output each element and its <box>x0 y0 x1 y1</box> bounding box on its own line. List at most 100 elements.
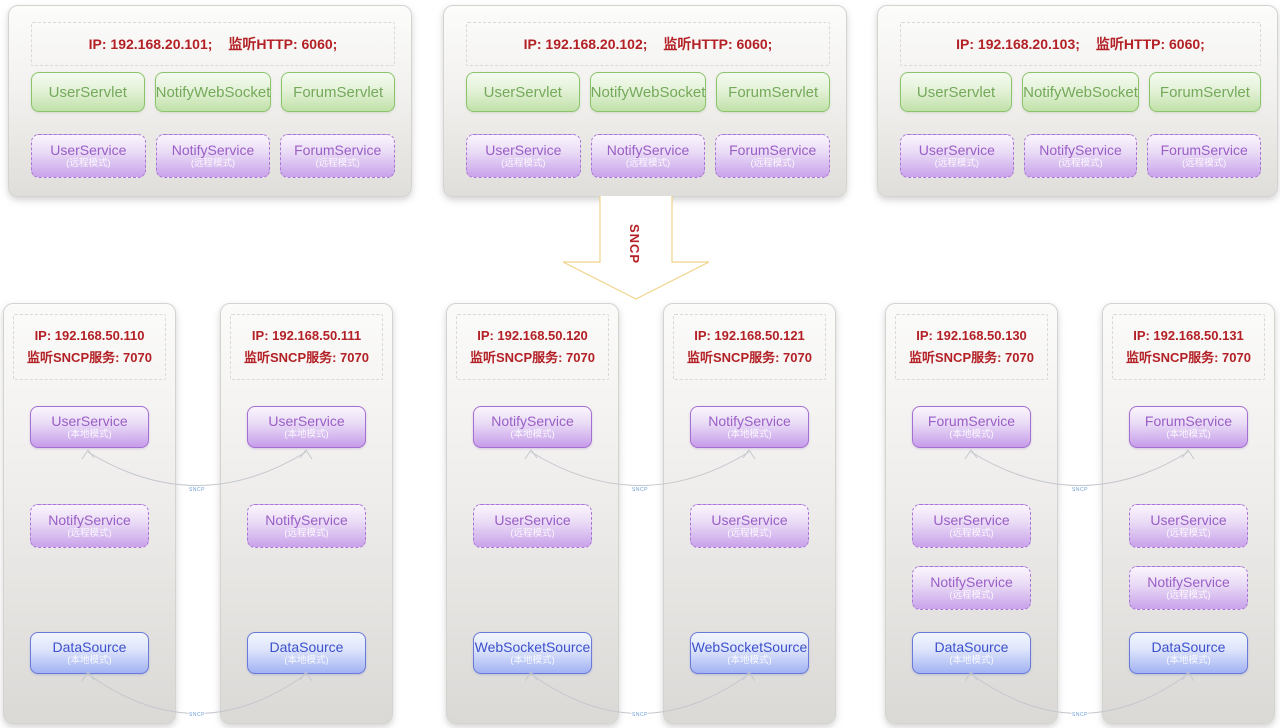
service-name: NotifyService <box>265 511 348 528</box>
service-name: NotifyService <box>171 141 255 158</box>
listen-port: 监听HTTP: 6060; <box>1095 36 1205 52</box>
service-mode: (远程模式) <box>1058 158 1103 170</box>
service-box-notify[interactable]: NotifyService (本地模式) <box>690 406 809 448</box>
ip-banner: IP: 192.168.50.110 监听SNCP服务: 7070 <box>13 314 166 380</box>
servlet-box-forum[interactable]: ForumServlet <box>281 72 395 112</box>
websocketsource-box[interactable]: WebSocketSource (本地模式) <box>473 632 592 674</box>
ip-address: IP: 192.168.50.121 <box>694 328 805 343</box>
service-mode: (本地模式) <box>727 429 772 441</box>
servlet-row: UserServlet NotifyWebSocket ForumServlet <box>900 72 1261 112</box>
flow-arrow-label: SNCP <box>627 223 642 265</box>
service-box-forum[interactable]: ForumService (本地模式) <box>1129 406 1248 448</box>
service-mode: (本地模式) <box>284 655 329 667</box>
service-box-notify[interactable]: NotifyService (远程模式) <box>912 566 1031 610</box>
servlet-box-user[interactable]: UserServlet <box>900 72 1013 112</box>
node-panel-120: IP: 192.168.50.120 监听SNCP服务: 7070 Notify… <box>446 303 619 724</box>
listen-port: 监听SNCP服务: 7070 <box>687 350 812 365</box>
service-box-user[interactable]: UserService (远程模式) <box>900 134 1014 178</box>
service-box-forum[interactable]: ForumService (本地模式) <box>912 406 1031 448</box>
ip-address: IP: 192.168.20.101; <box>88 36 213 52</box>
service-box-user[interactable]: UserService (远程模式) <box>912 504 1031 548</box>
service-name: DataSource <box>52 638 127 655</box>
service-box-forum[interactable]: ForumService (远程模式) <box>1147 134 1262 178</box>
service-box-notify[interactable]: NotifyService (远程模式) <box>155 134 271 178</box>
service-box-user[interactable]: UserService (远程模式) <box>466 134 581 178</box>
service-name: NotifyService <box>1039 141 1122 158</box>
service-mode: (远程模式) <box>1166 590 1211 602</box>
service-box-user[interactable]: UserService (远程模式) <box>473 504 592 548</box>
service-mode: (本地模式) <box>949 429 994 441</box>
service-name: UserService <box>50 141 127 158</box>
service-mode: (本地模式) <box>510 429 555 441</box>
datasource-box[interactable]: DataSource (本地模式) <box>247 632 366 674</box>
server-panel-101: IP: 192.168.20.101; 监听HTTP: 6060; UserSe… <box>8 5 412 197</box>
service-mode: (远程模式) <box>315 158 360 170</box>
service-name: NotifyService <box>606 141 690 158</box>
node-panel-111: IP: 192.168.50.111 监听SNCP服务: 7070 UserSe… <box>220 303 393 724</box>
datasource-box[interactable]: DataSource (本地模式) <box>912 632 1031 674</box>
peer-link-label: SNCP <box>189 712 205 718</box>
service-name: UserService <box>494 511 571 528</box>
service-mode: (远程模式) <box>750 158 795 170</box>
websocketsource-box[interactable]: WebSocketSource (本地模式) <box>690 632 809 674</box>
service-box-user[interactable]: UserService (本地模式) <box>247 406 366 448</box>
service-box-user[interactable]: UserService (远程模式) <box>690 504 809 548</box>
servlet-box-notify[interactable]: NotifyWebSocket <box>1022 72 1139 112</box>
service-name: UserService <box>268 412 345 429</box>
service-box-notify[interactable]: NotifyService (远程模式) <box>247 504 366 548</box>
service-mode: (本地模式) <box>510 655 555 667</box>
servlet-box-user[interactable]: UserServlet <box>466 72 580 112</box>
service-mode: (远程模式) <box>501 158 546 170</box>
service-mode: (远程模式) <box>67 528 112 540</box>
service-mode: (远程模式) <box>1166 528 1211 540</box>
ip-address: IP: 192.168.50.130 <box>916 328 1027 343</box>
service-box-forum[interactable]: ForumService (远程模式) <box>715 134 831 178</box>
service-row: UserService (远程模式) NotifyService (远程模式) … <box>31 134 396 178</box>
service-box-notify[interactable]: NotifyService (远程模式) <box>1129 566 1248 610</box>
service-mode: (远程模式) <box>1182 158 1227 170</box>
listen-port: 监听HTTP: 6060; <box>228 36 338 52</box>
servlet-box-forum[interactable]: ForumServlet <box>1148 72 1261 112</box>
service-box-notify[interactable]: NotifyService (远程模式) <box>1023 134 1138 178</box>
service-row: UserService (远程模式) NotifyService (远程模式) … <box>900 134 1262 178</box>
peer-link-label: SNCP <box>1072 487 1088 493</box>
service-mode: (本地模式) <box>284 429 329 441</box>
servlet-row: UserServlet NotifyWebSocket ForumServlet <box>466 72 830 112</box>
datasource-box[interactable]: DataSource (本地模式) <box>1129 632 1248 674</box>
service-name: NotifyService <box>491 412 574 429</box>
servlet-box-notify[interactable]: NotifyWebSocket <box>154 72 272 112</box>
service-box-notify[interactable]: NotifyService (本地模式) <box>473 406 592 448</box>
service-name: DataSource <box>934 638 1009 655</box>
ip-banner: IP: 192.168.50.120 监听SNCP服务: 7070 <box>456 314 609 380</box>
service-name: NotifyService <box>48 511 131 528</box>
node-panel-110: IP: 192.168.50.110 监听SNCP服务: 7070 UserSe… <box>3 303 176 724</box>
node-panel-130: IP: 192.168.50.130 监听SNCP服务: 7070 ForumS… <box>885 303 1058 724</box>
server-panel-102: IP: 192.168.20.102; 监听HTTP: 6060; UserSe… <box>443 5 847 197</box>
service-box-forum[interactable]: ForumService (远程模式) <box>280 134 396 178</box>
service-name: UserService <box>918 141 995 158</box>
ip-address: IP: 192.168.20.103; <box>956 36 1080 52</box>
service-box-notify[interactable]: NotifyService (远程模式) <box>30 504 149 548</box>
ip-banner: IP: 192.168.20.102; 监听HTTP: 6060; <box>466 22 830 66</box>
ip-banner: IP: 192.168.50.111 监听SNCP服务: 7070 <box>230 314 383 380</box>
server-panel-103: IP: 192.168.20.103; 监听HTTP: 6060; UserSe… <box>877 5 1278 197</box>
service-name: NotifyService <box>708 412 791 429</box>
datasource-box[interactable]: DataSource (本地模式) <box>30 632 149 674</box>
service-box-notify[interactable]: NotifyService (远程模式) <box>590 134 706 178</box>
ip-banner: IP: 192.168.20.101; 监听HTTP: 6060; <box>31 22 395 66</box>
service-mode: (本地模式) <box>949 655 994 667</box>
service-mode: (远程模式) <box>727 528 772 540</box>
servlet-box-user[interactable]: UserServlet <box>31 72 145 112</box>
ip-address: IP: 192.168.50.110 <box>34 328 145 343</box>
listen-port: 监听SNCP服务: 7070 <box>470 350 595 365</box>
service-name: ForumService <box>1144 412 1233 429</box>
service-box-user[interactable]: UserService (远程模式) <box>31 134 146 178</box>
service-mode: (远程模式) <box>190 158 236 170</box>
service-box-user[interactable]: UserService (远程模式) <box>1129 504 1248 548</box>
service-box-user[interactable]: UserService (本地模式) <box>30 406 149 448</box>
servlet-box-forum[interactable]: ForumServlet <box>716 72 830 112</box>
service-name: ForumService <box>294 141 382 158</box>
service-name: ForumService <box>729 141 817 158</box>
servlet-box-notify[interactable]: NotifyWebSocket <box>589 72 707 112</box>
service-mode: (本地模式) <box>727 655 772 667</box>
